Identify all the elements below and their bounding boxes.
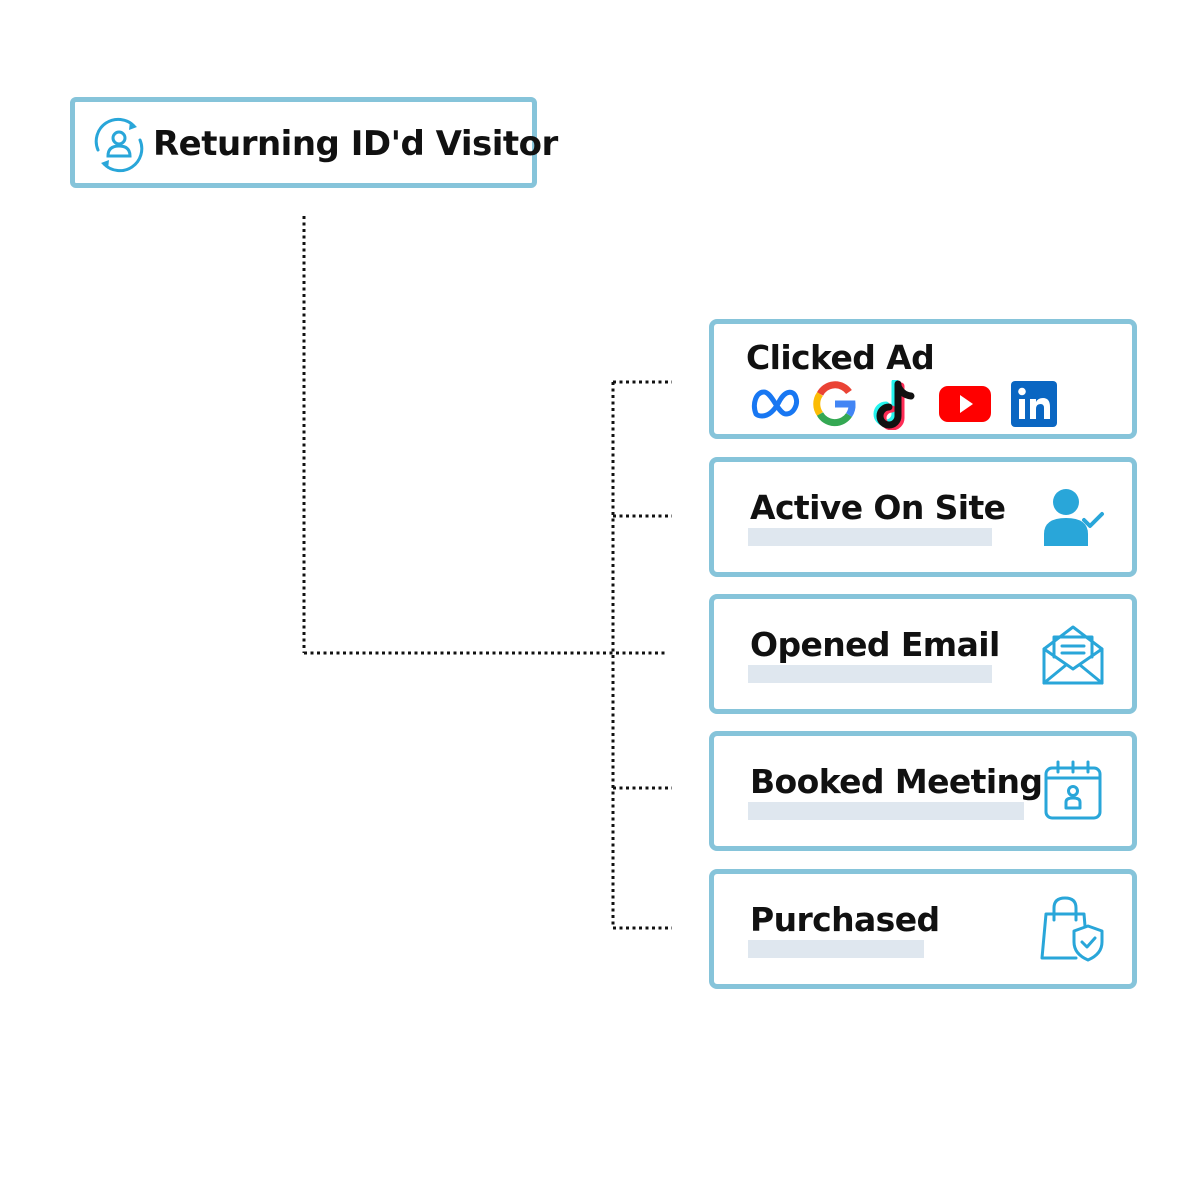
event-card-clicked-ad: Clicked Ad — [709, 319, 1137, 439]
open-envelope-icon — [1042, 625, 1104, 685]
event-card-opened-email: Opened Email — [709, 594, 1137, 714]
title-highlight-bar — [748, 528, 992, 546]
event-card-purchased: Purchased — [709, 869, 1137, 989]
root-node-returning-visitor: Returning ID'd Visitor — [70, 97, 558, 188]
linkedin-logo-icon — [1011, 381, 1057, 427]
event-title: Booked Meeting — [750, 762, 1043, 801]
google-logo-icon — [813, 381, 856, 427]
event-title: Purchased — [750, 900, 940, 939]
user-check-icon — [1044, 489, 1104, 546]
returning-user-icon — [94, 117, 144, 173]
title-highlight-bar — [748, 940, 924, 958]
youtube-logo-icon — [939, 386, 991, 422]
root-node-label: Returning ID'd Visitor — [153, 124, 558, 164]
shopping-bag-shield-icon — [1040, 896, 1104, 962]
event-card-active-on-site: Active On Site — [709, 457, 1137, 577]
title-highlight-bar — [748, 802, 1024, 820]
event-card-booked-meeting: Booked Meeting — [709, 731, 1137, 851]
title-highlight-bar — [748, 665, 992, 683]
tiktok-logo-icon — [873, 380, 915, 430]
calendar-person-icon — [1044, 760, 1102, 820]
meta-logo-icon — [751, 389, 799, 419]
event-title: Clicked Ad — [746, 338, 935, 377]
event-title: Active On Site — [750, 488, 1006, 527]
event-title: Opened Email — [750, 625, 1000, 664]
